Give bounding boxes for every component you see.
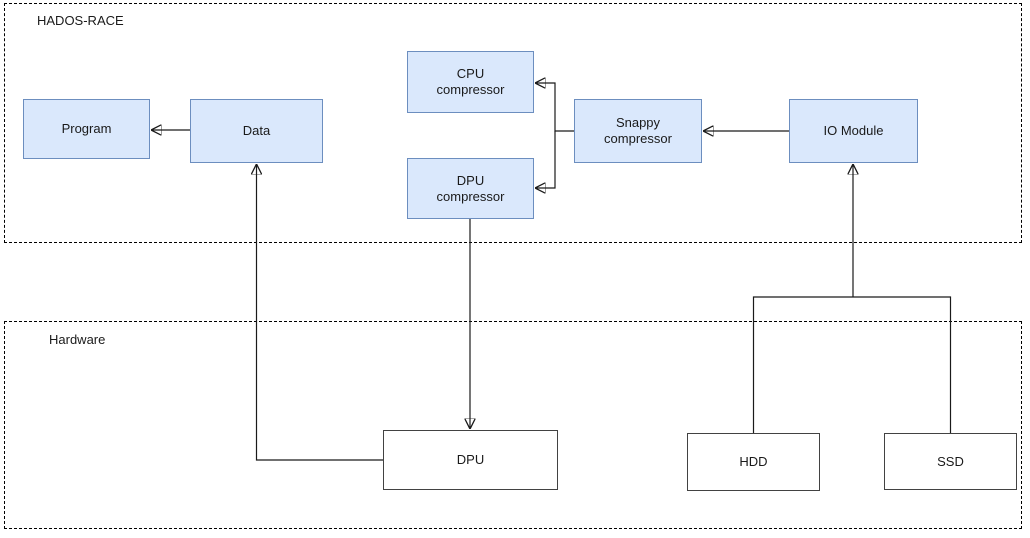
container-hados-race: HADOS-RACE	[4, 3, 1022, 243]
node-program: Program	[23, 99, 150, 159]
node-ssd: SSD	[884, 433, 1017, 490]
container-hardware-label: Hardware	[49, 332, 106, 347]
container-hardware: Hardware	[4, 321, 1022, 529]
node-hdd: HDD	[687, 433, 820, 491]
node-program-label: Program	[61, 121, 112, 137]
node-ssd-label: SSD	[937, 453, 964, 469]
node-cpu-compressor-label: CPU compressor	[436, 66, 505, 97]
node-dpu-label: DPU	[456, 452, 485, 468]
node-snappy-compressor-label: Snappy compressor	[604, 115, 672, 146]
node-io-module-label: IO Module	[823, 123, 884, 139]
node-snappy-compressor: Snappy compressor	[574, 99, 702, 163]
node-data: Data	[190, 99, 323, 163]
node-data-label: Data	[242, 123, 271, 139]
node-dpu-compressor: DPU compressor	[407, 158, 534, 219]
node-dpu-compressor-label: DPU compressor	[436, 172, 505, 204]
container-hados-race-label: HADOS-RACE	[37, 13, 124, 28]
node-dpu: DPU	[383, 430, 558, 490]
node-io-module: IO Module	[789, 99, 918, 163]
node-hdd-label: HDD	[739, 454, 768, 470]
node-cpu-compressor: CPU compressor	[407, 51, 534, 113]
